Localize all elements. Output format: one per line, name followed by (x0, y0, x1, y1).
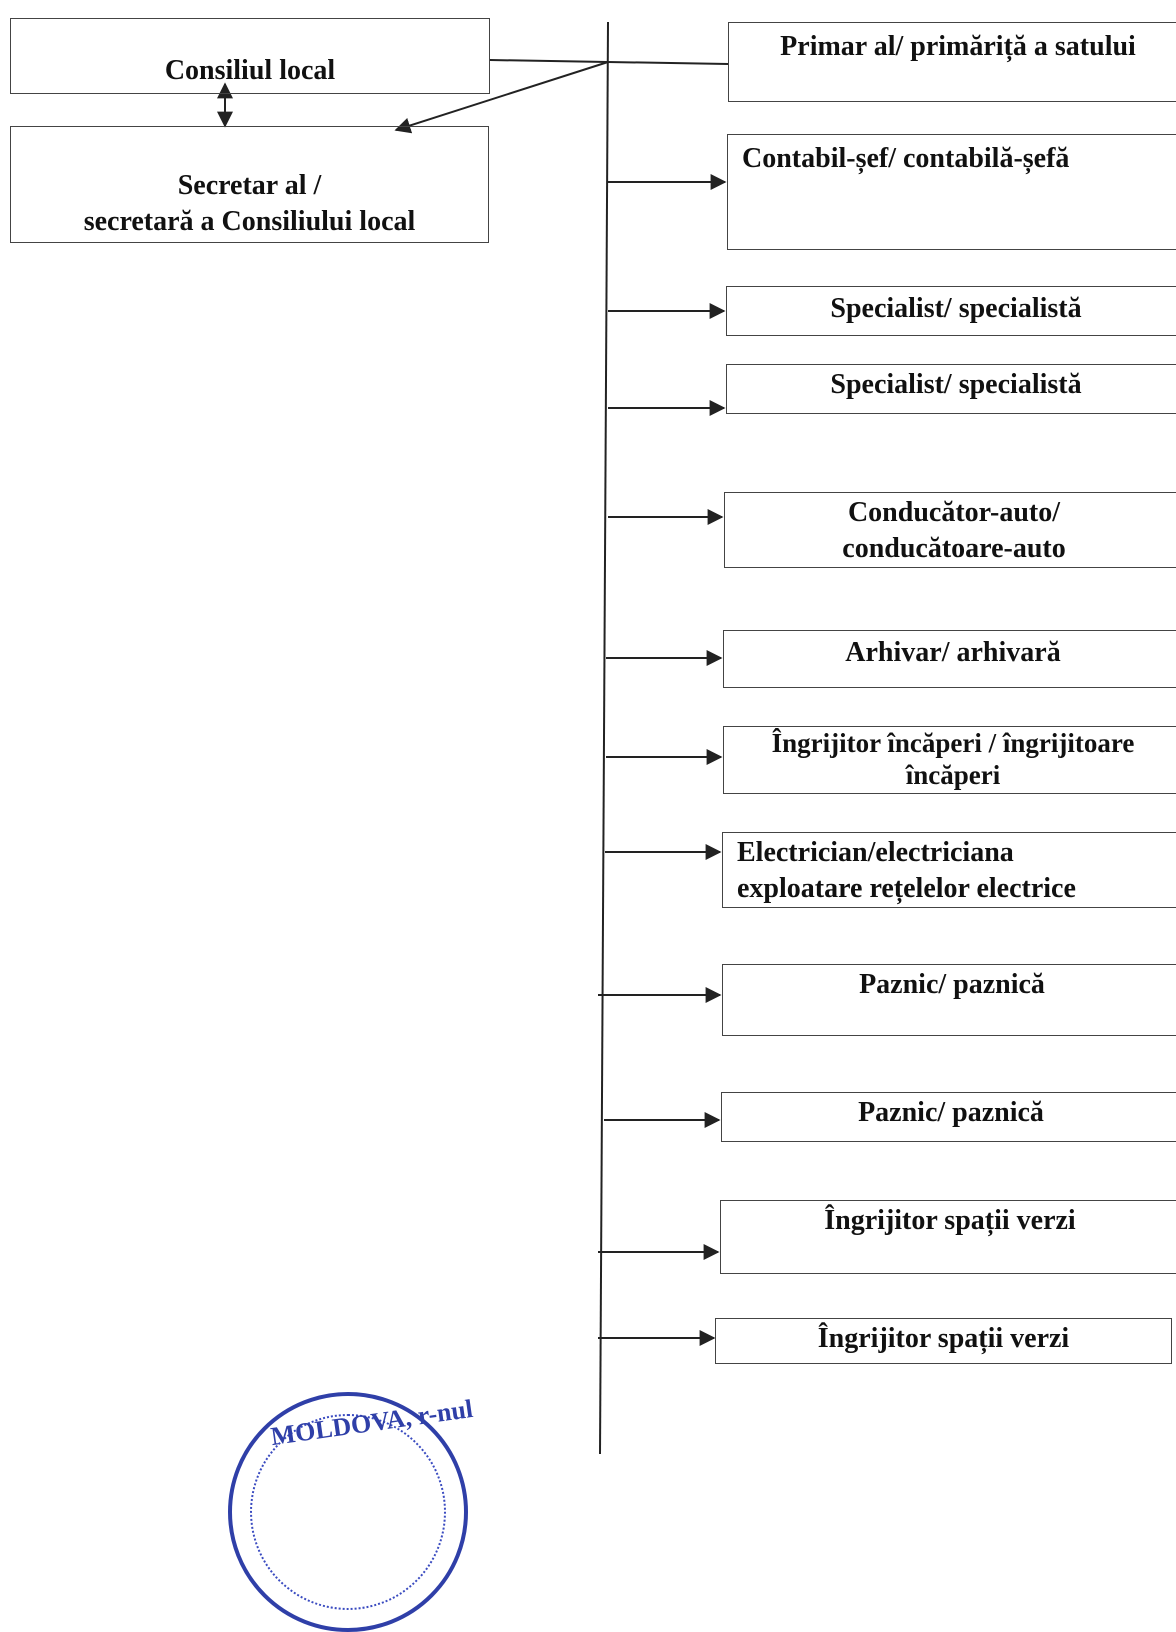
staff-label: Paznic/ paznică (858, 1097, 1044, 1128)
staff-label: Îngrijitor spații verzi (824, 1205, 1076, 1236)
council-mayor-line (489, 59, 729, 65)
staff-label: Paznic/ paznică (859, 969, 1045, 1000)
staff-label: Îngrijitor spații verzi (817, 1323, 1070, 1354)
staff-label-line1: Conducător-auto/ (847, 497, 1061, 528)
secretary-box: Secretar al / secretară a Consiliului lo… (10, 126, 489, 243)
staff-box-guard-1: Paznic/ paznică (722, 964, 1176, 1036)
staff-label: Specialist/ specialistă (830, 293, 1082, 324)
staff-box-electrician: Electrician/electriciana exploatare rețe… (722, 832, 1176, 908)
staff-label-line2: exploatare rețelelor electrice (737, 873, 1076, 904)
staff-box-gardener-2: Îngrijitor spații verzi (715, 1318, 1172, 1364)
vertical-trunk-line (599, 21, 609, 1454)
staff-label-line1: Îngrijitor încăperi / îngrijitoare (771, 728, 1135, 758)
staff-label-line2: conducătoare-auto (842, 533, 1066, 564)
staff-box-accountant: Contabil-șef/ contabilă-șefă (727, 134, 1176, 250)
staff-label-line2: încăperi (905, 760, 1001, 790)
staff-box-guard-2: Paznic/ paznică (721, 1092, 1176, 1142)
secretary-label-line1: Secretar al / (177, 170, 322, 201)
mayor-secretary-arrow (394, 61, 609, 134)
staff-label: Contabil-șef/ contabilă-șefă (742, 143, 1070, 174)
staff-label-line1: Electrician/electriciana (737, 837, 1014, 868)
council-label: Consiliul local (164, 55, 336, 86)
staff-box-caretaker: Îngrijitor încăperi / îngrijitoare încăp… (723, 726, 1176, 794)
staff-label: Arhivar/ arhivară (845, 637, 1061, 668)
staff-box-driver: Conducător-auto/ conducătoare-auto (724, 492, 1176, 568)
official-seal: MOLDOVA, r-nul (228, 1392, 475, 1632)
staff-box-gardener-1: Îngrijitor spații verzi (720, 1200, 1176, 1274)
mayor-box: Primar al/ primăriță a satului (728, 22, 1176, 102)
connector-lines (217, 21, 729, 1454)
staff-box-specialist-1: Specialist/ specialistă (726, 286, 1176, 336)
staff-box-archivist: Arhivar/ arhivară (723, 630, 1176, 688)
council-box: Consiliul local (10, 18, 490, 94)
secretary-label-line2: secretară a Consiliului local (83, 206, 416, 237)
staff-label: Specialist/ specialistă (830, 369, 1082, 400)
mayor-label: Primar al/ primăriță a satului (780, 31, 1136, 62)
staff-box-specialist-2: Specialist/ specialistă (726, 364, 1176, 414)
